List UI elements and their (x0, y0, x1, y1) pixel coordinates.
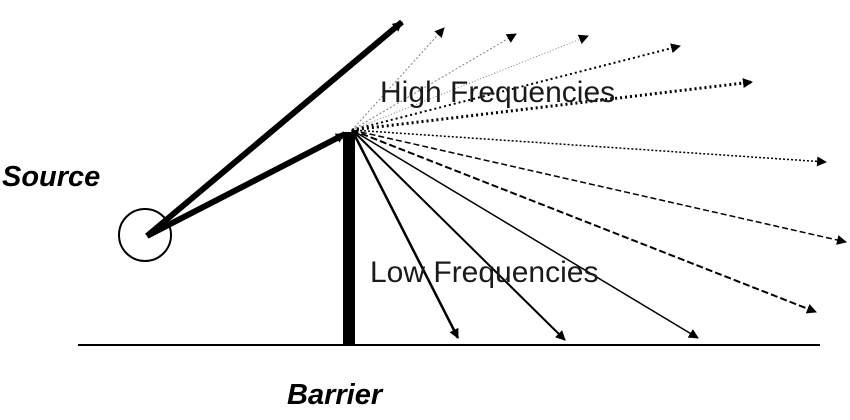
source-ray-to-barrier (145, 131, 347, 239)
barrier-label: Barrier (287, 379, 384, 411)
source-ray-direct (145, 19, 404, 239)
high-ray-3 (351, 34, 589, 131)
high-ray-7 (351, 129, 847, 245)
low-ray-2 (351, 129, 566, 341)
barrier-wall (343, 132, 355, 346)
low-ray-3 (351, 129, 699, 339)
high-ray-8 (351, 129, 817, 314)
high-ray-4 (351, 43, 681, 131)
high-ray-1 (351, 27, 445, 131)
low-frequency-rays (350, 129, 699, 341)
high-frequencies-label: High Frequencies (380, 76, 615, 109)
source-circle (118, 208, 172, 262)
high-frequency-rays (351, 27, 847, 314)
high-ray-5 (351, 78, 753, 132)
high-ray-6 (351, 129, 827, 167)
low-ray-1 (350, 129, 460, 339)
low-frequencies-label: Low Frequencies (370, 256, 598, 289)
source-label: Source (2, 161, 100, 193)
